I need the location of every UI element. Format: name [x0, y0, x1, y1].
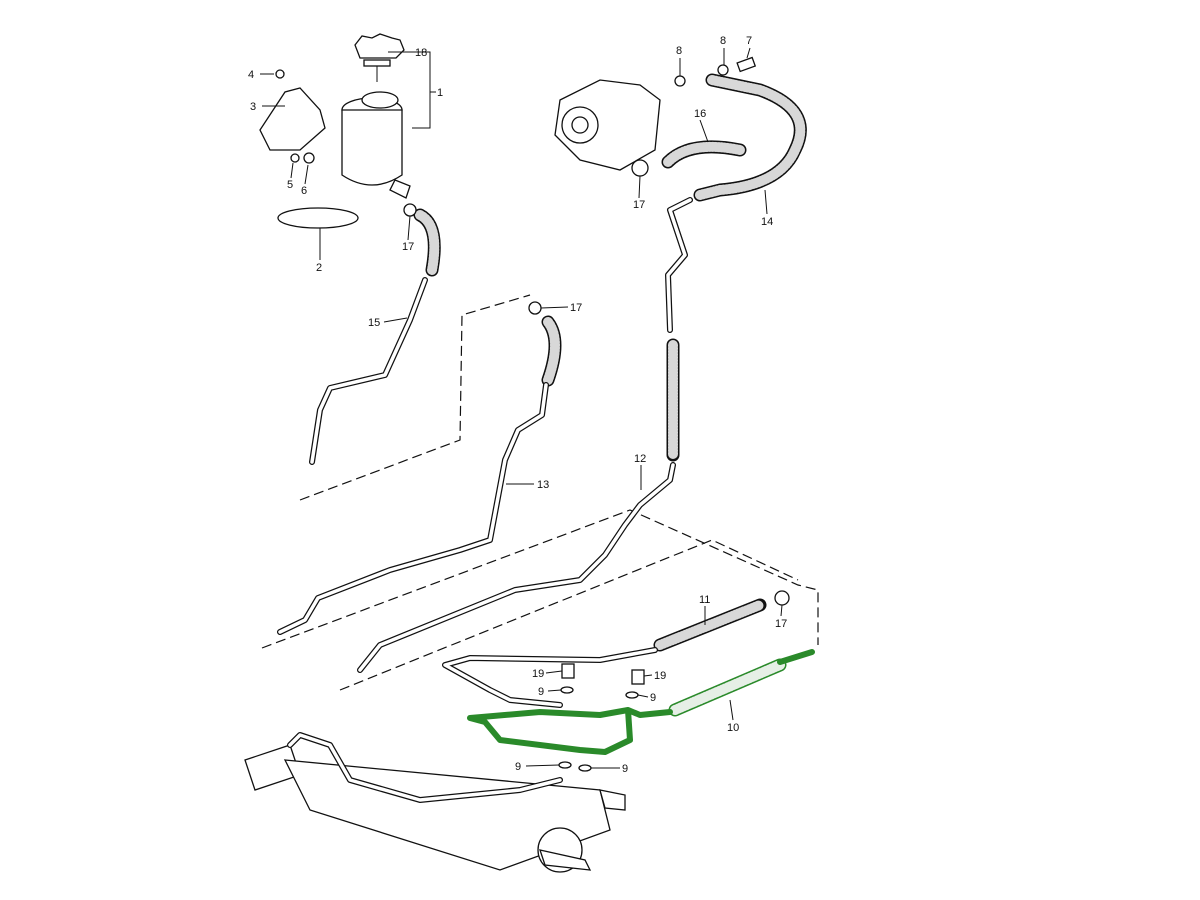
- banjo-bolt-19b: [631, 669, 645, 685]
- steering-pump: [554, 79, 661, 171]
- banjo-bolt-19a: [561, 663, 575, 679]
- part-label-9d: 9: [622, 763, 628, 775]
- part-label-8b: 8: [720, 35, 726, 47]
- part-label-6: 6: [301, 185, 307, 197]
- bracket: [259, 69, 326, 164]
- part-label-9b: 9: [650, 692, 656, 704]
- washer-9a: [560, 686, 574, 694]
- part-label-13: 13: [537, 479, 549, 491]
- pipe-12: [665, 197, 693, 333]
- washer-9c: [558, 761, 572, 769]
- clamp-17-mid: [528, 301, 542, 315]
- part-label-17d: 17: [775, 618, 787, 630]
- clamp-17-right: [774, 590, 790, 606]
- leader-lines: [260, 47, 783, 769]
- part-label-11: 11: [699, 594, 710, 606]
- part-label-4: 4: [248, 69, 254, 81]
- washer-9b: [625, 691, 639, 699]
- part-label-3: 3: [250, 101, 256, 113]
- bolt-7: [736, 56, 757, 73]
- part-label-17b: 17: [570, 302, 582, 314]
- part-label-17a: 17: [402, 241, 414, 253]
- washer-8b: [717, 64, 729, 76]
- part-label-1: 1: [437, 87, 443, 99]
- part-label-8a: 8: [676, 45, 682, 57]
- part-label-2: 2: [316, 262, 322, 274]
- part-label-9c: 9: [515, 761, 521, 773]
- hose-clamp-2: [277, 207, 359, 229]
- part-label-7: 7: [746, 35, 752, 47]
- part-label-15: 15: [368, 317, 380, 329]
- washer-9d: [578, 764, 592, 772]
- part-label-9a: 9: [538, 686, 544, 698]
- reservoir-cap: [354, 33, 405, 82]
- part-label-14: 14: [761, 216, 773, 228]
- part-label-12: 12: [634, 453, 646, 465]
- part-label-16: 16: [694, 108, 706, 120]
- part-label-10: 10: [727, 722, 739, 734]
- clamp-17-reservoir: [403, 203, 417, 217]
- washer-8a: [674, 75, 686, 87]
- bracket-line-1: [412, 51, 436, 129]
- part-label-19a: 19: [532, 668, 544, 680]
- part-label-19b: 19: [654, 670, 666, 682]
- dashed-outline-13: [299, 294, 531, 501]
- part-label-5: 5: [287, 179, 293, 191]
- part-label-17c: 17: [633, 199, 645, 211]
- reservoir: [341, 91, 411, 199]
- steering-rack: [244, 732, 626, 873]
- clamp-17-pump: [631, 159, 649, 177]
- highlighted-pipe-10: [467, 649, 815, 755]
- part-label-18: 18: [415, 47, 427, 59]
- dashed-outline-12-13: [261, 509, 819, 649]
